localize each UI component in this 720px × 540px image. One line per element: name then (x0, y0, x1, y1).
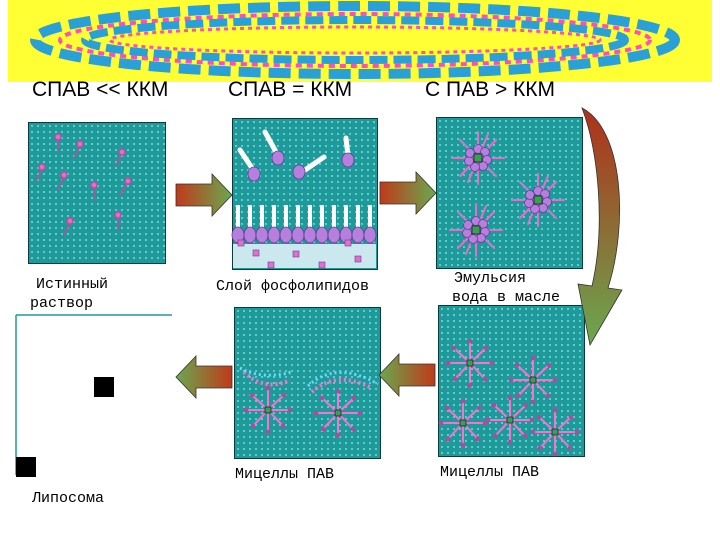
caption-true-solution-line2: раствор (30, 295, 94, 312)
ring-decoration (30, 1, 680, 79)
micelles-group-2 (437, 337, 581, 458)
arrow-right-2 (379, 171, 437, 215)
caption-micelles-1: Мицеллы ПАВ (235, 466, 335, 483)
arrow-left-2 (175, 355, 233, 399)
arrow-left-1 (378, 353, 436, 397)
caption-liposome: Липосома (32, 490, 105, 507)
curved-arrow (577, 107, 623, 347)
arrow-right-1 (175, 173, 233, 217)
micelles-group-1 (239, 366, 379, 439)
header-above-ccm: С ПАВ > ККМ (425, 78, 555, 101)
caption-phospholipid-layer: Слой фосфолипидов (216, 278, 370, 295)
caption-true-solution-line1: Истинный (36, 276, 109, 293)
caption-emulsion-line2: вода в масле (452, 289, 561, 306)
panel-true-solution (28, 122, 166, 264)
free-phospholipids (237, 129, 355, 182)
header-at-ccm: СПАВ = ККМ (228, 78, 353, 101)
phospholipid-layer (231, 205, 377, 269)
panel-micelles-1 (234, 307, 381, 459)
reverse-micelles (449, 131, 565, 257)
panel-emulsion (436, 117, 583, 269)
liposome-area (15, 314, 172, 477)
caption-micelles-2: Мицеллы ПАВ (440, 464, 540, 481)
caption-emulsion-line1: Эмульсия (454, 270, 527, 287)
header-below-ccm: СПАВ << ККМ (32, 78, 169, 101)
surfactant-molecules (35, 133, 132, 237)
